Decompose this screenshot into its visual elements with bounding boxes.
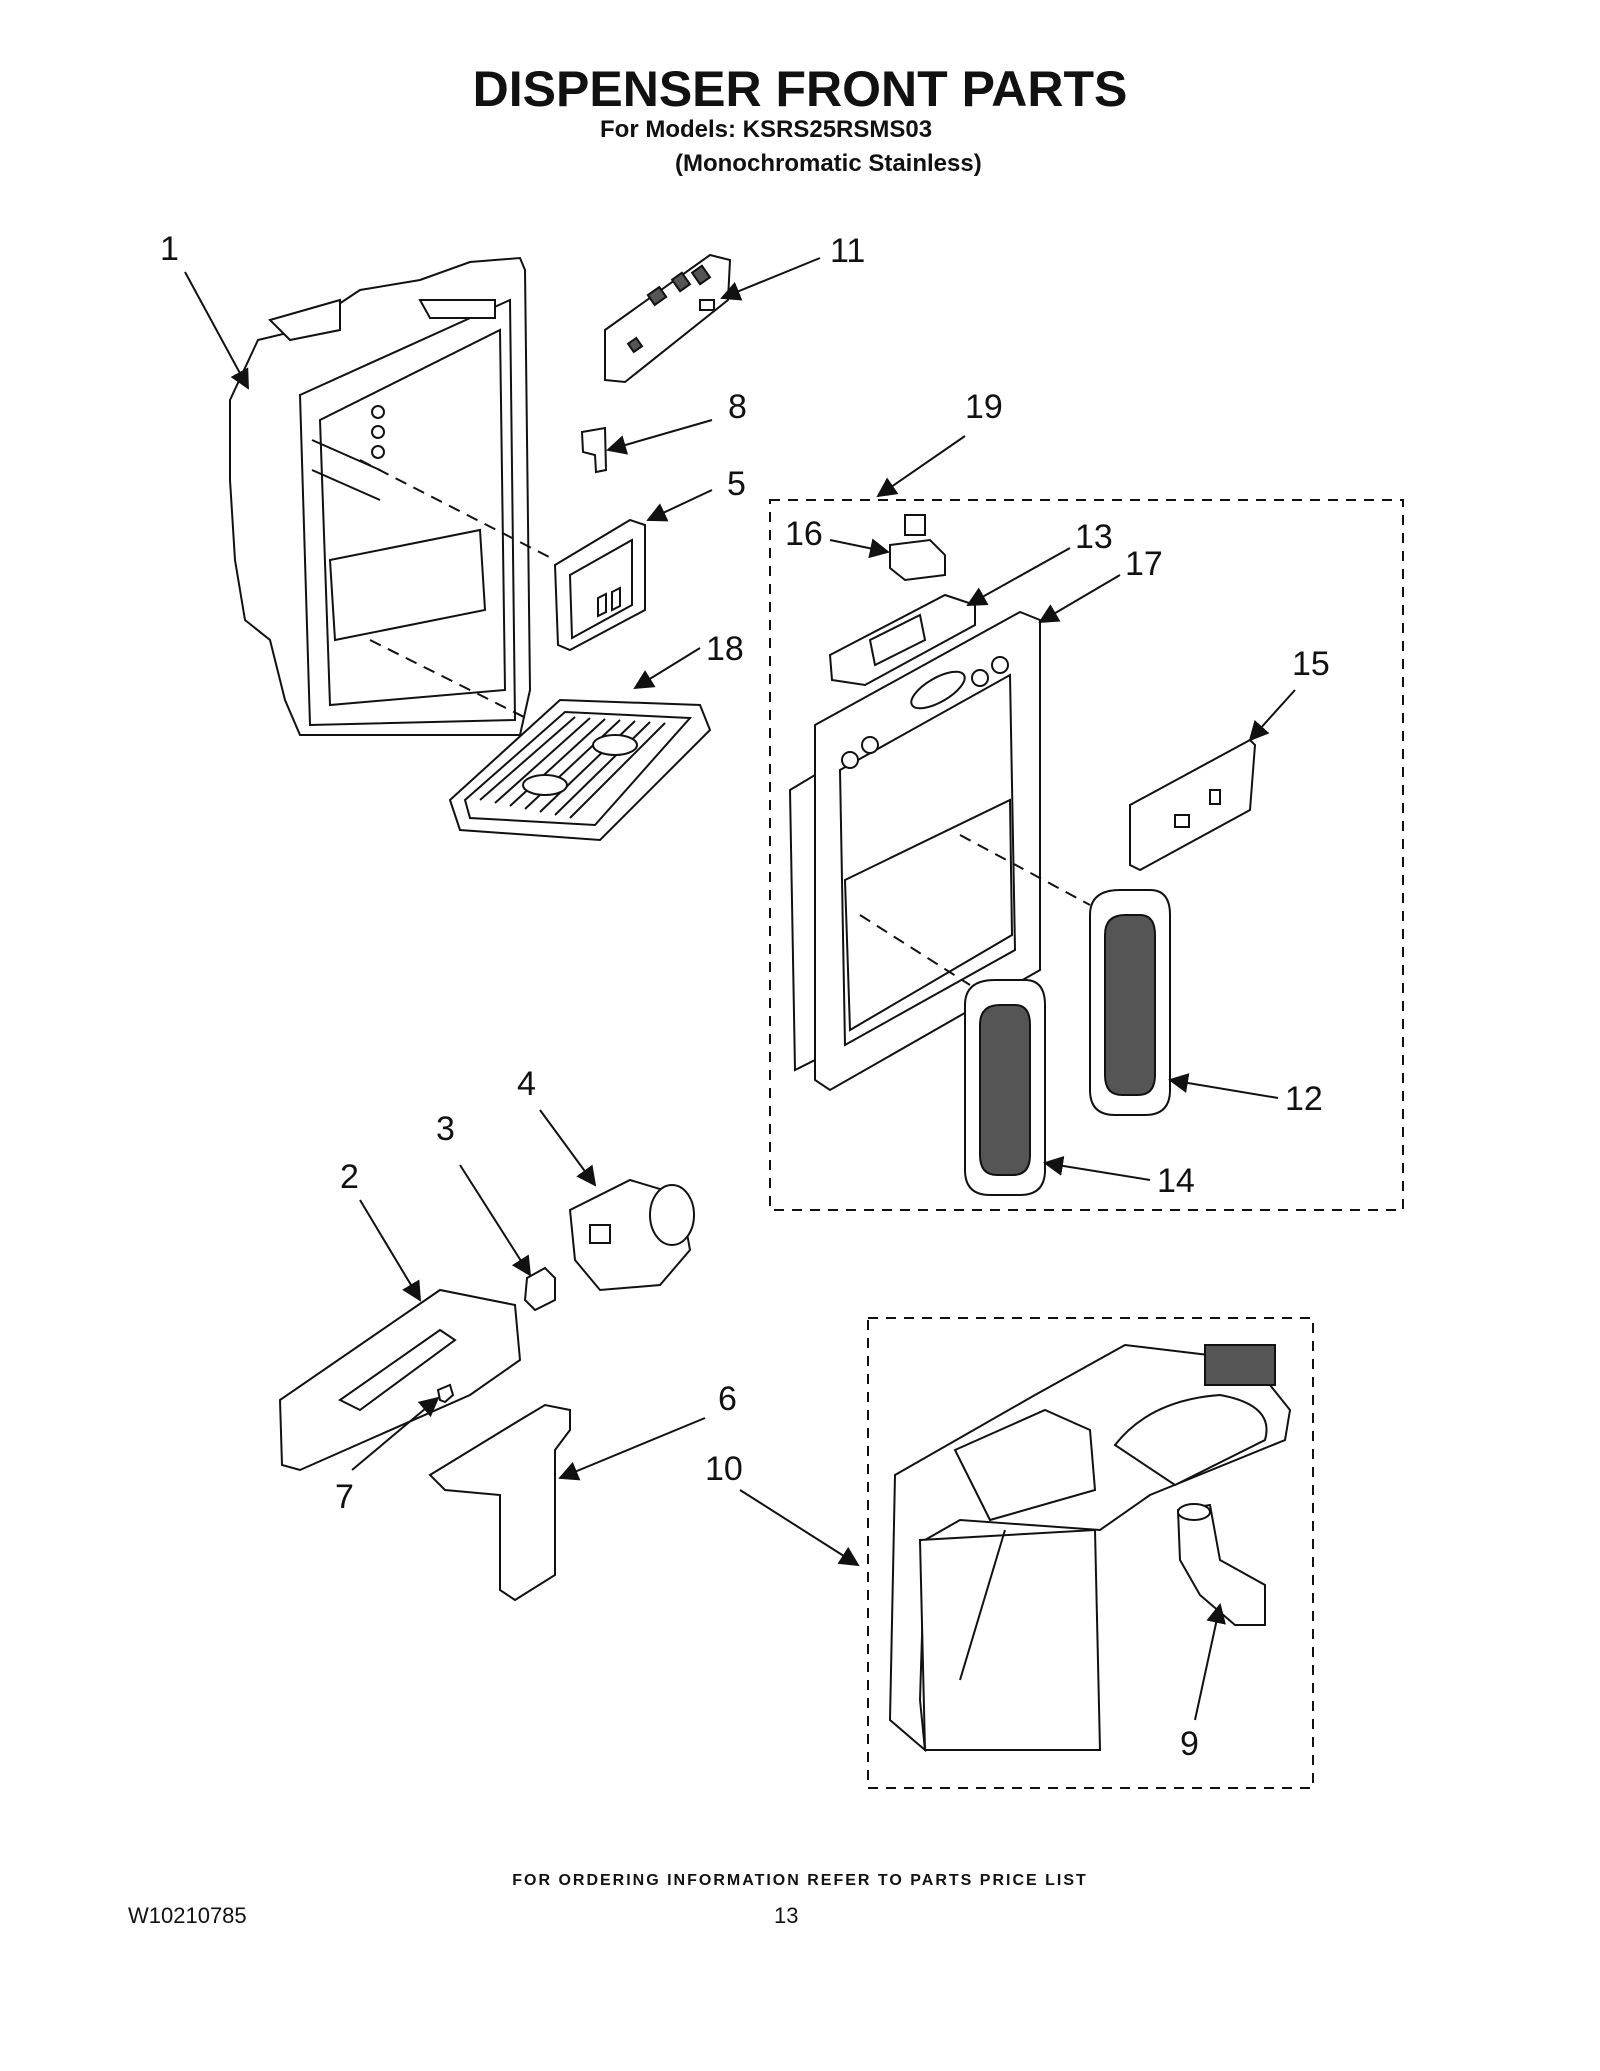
part-8-bracket bbox=[580, 426, 608, 474]
callout-6: 6 bbox=[718, 1380, 737, 1418]
callout-13: 13 bbox=[1075, 518, 1113, 556]
part-2-mounting-bracket bbox=[278, 1288, 522, 1472]
callout-12: 12 bbox=[1285, 1080, 1323, 1118]
models-line: For Models: KSRS25RSMS03 bbox=[600, 116, 933, 143]
part-16-connector bbox=[889, 514, 946, 582]
part-9-elbow bbox=[1176, 1503, 1266, 1626]
assembly-box-19 bbox=[769, 499, 1404, 1211]
callout-14: 14 bbox=[1157, 1162, 1195, 1200]
page-number: 13 bbox=[774, 1903, 799, 1928]
part-7-screw bbox=[436, 1383, 455, 1404]
part-6-lever bbox=[428, 1403, 571, 1602]
callout-2: 2 bbox=[340, 1158, 359, 1196]
callout-1: 1 bbox=[160, 230, 179, 268]
ordering-note: FOR ORDERING INFORMATION REFER TO PARTS … bbox=[512, 1872, 1088, 1889]
callout-9: 9 bbox=[1180, 1725, 1199, 1763]
part-15-bracket bbox=[1129, 738, 1257, 872]
assembly-box-10 bbox=[867, 1317, 1314, 1789]
callout-10: 10 bbox=[705, 1450, 743, 1488]
callout-7: 7 bbox=[335, 1478, 354, 1516]
document-number: W10210785 bbox=[128, 1903, 247, 1928]
callout-17: 17 bbox=[1125, 545, 1163, 583]
part-11-control-board bbox=[604, 253, 732, 384]
part-1-housing bbox=[229, 256, 532, 736]
callout-16: 16 bbox=[785, 515, 823, 553]
part-5-switch-cover bbox=[553, 518, 646, 652]
callout-19: 19 bbox=[965, 388, 1003, 426]
callout-18: 18 bbox=[706, 630, 744, 668]
part-18-drip-tray bbox=[448, 698, 712, 842]
part-3-actuator bbox=[523, 1266, 556, 1312]
callout-5: 5 bbox=[727, 465, 746, 503]
part-10-ice-chute bbox=[888, 1343, 1292, 1753]
page-title: DISPENSER FRONT PARTS bbox=[472, 61, 1128, 117]
variant-line: (Monochromatic Stainless) bbox=[675, 150, 982, 177]
part-12-paddle bbox=[1089, 889, 1171, 1116]
part-14-paddle bbox=[964, 979, 1046, 1196]
callout-8: 8 bbox=[728, 388, 747, 426]
callout-11: 11 bbox=[830, 232, 865, 270]
part-17-dispenser-front bbox=[788, 610, 1041, 1092]
part-13-gasket bbox=[828, 593, 976, 687]
callout-4: 4 bbox=[517, 1065, 536, 1103]
part-4-motor bbox=[568, 1178, 695, 1292]
callout-3: 3 bbox=[436, 1110, 455, 1148]
callout-15: 15 bbox=[1292, 645, 1330, 683]
